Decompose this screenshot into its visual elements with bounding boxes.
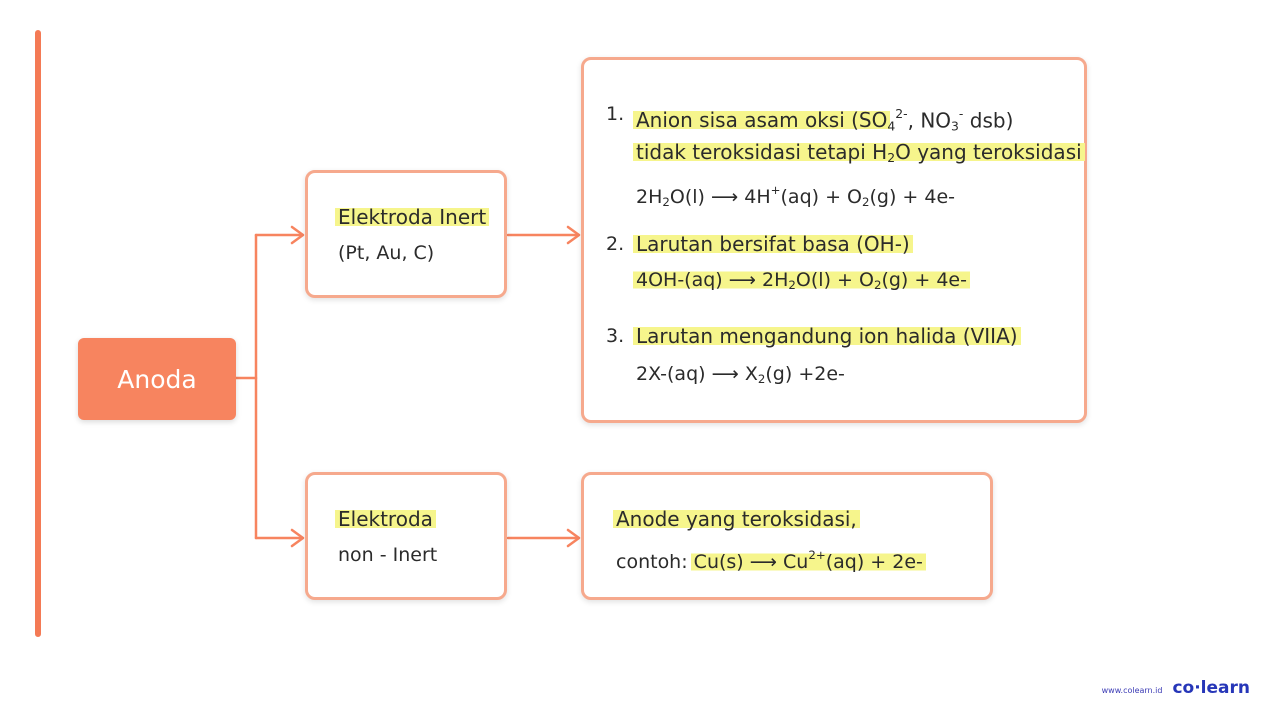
anoda-node: Anoda — [78, 338, 236, 420]
anoda-label: Anoda — [117, 364, 197, 394]
example-equation: contoh: Cu(s) ⟶ Cu2+(aq) + 2e- — [616, 541, 926, 576]
arrowhead-to-noninert — [290, 528, 305, 548]
inert-rules-box: 1. Anion sisa asam oksi (SO42-, NO3- dsb… — [581, 57, 1087, 423]
inert-title: Elektroda Inert — [335, 203, 490, 231]
rule-1-number: 1. — [606, 103, 625, 125]
rule-1-equation: 2H2O(l) ⟶ 4H+(aq) + O2(g) + 4e- — [636, 183, 956, 209]
noninert-title: Elektroda — [335, 505, 436, 533]
rule-1-description: tidak teroksidasi tetapi H2O yang teroks… — [633, 138, 1085, 172]
example-label: contoh: — [616, 550, 694, 573]
inert-electrode-box: Elektroda Inert (Pt, Au, C) — [305, 170, 507, 298]
brand-logo: co·learn — [1172, 678, 1250, 698]
rule-3-number: 3. — [606, 325, 625, 347]
brand-url: www.colearn.id — [1101, 686, 1163, 695]
inert-title-text: Elektroda Inert — [335, 205, 490, 229]
rule-1-title: Anion sisa asam oksi (SO42-, NO3- dsb) — [633, 100, 1013, 140]
rule-3-title: Larutan mengandung ion halida (VIIA) — [633, 322, 1021, 350]
noninert-title-text: Elektroda — [335, 507, 436, 531]
arrowhead-to-example — [566, 528, 581, 548]
brand-watermark: www.colearn.id co·learn — [1102, 678, 1250, 698]
example-description: Anode yang teroksidasi, — [613, 505, 860, 533]
noninert-example-box: Anode yang teroksidasi, contoh: Cu(s) ⟶ … — [581, 472, 993, 600]
arrowhead-to-inert — [290, 225, 305, 245]
rule-3-equation: 2X-(aq) ⟶ X2(g) +2e- — [636, 363, 845, 386]
left-accent-rule — [35, 30, 41, 637]
noninert-subtitle: non - Inert — [338, 544, 438, 566]
arrowhead-to-rules — [566, 225, 581, 245]
rule-2-equation: 4OH-(aq) ⟶ 2H2O(l) + O2(g) + 4e- — [633, 266, 970, 299]
rule-2-title: Larutan bersifat basa (OH-) — [633, 230, 913, 258]
inert-examples: (Pt, Au, C) — [338, 242, 435, 264]
noninert-electrode-box: Elektroda non - Inert — [305, 472, 507, 600]
rule-2-number: 2. — [606, 233, 625, 255]
